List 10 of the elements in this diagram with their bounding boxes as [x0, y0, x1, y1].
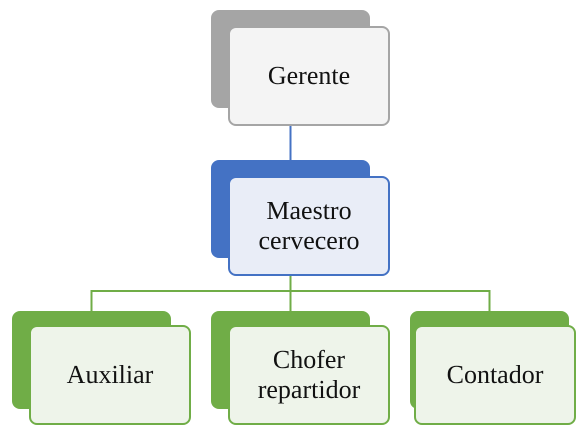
org-box [228, 176, 390, 276]
role-label: Chofer repartidor [256, 345, 362, 405]
role-label: Auxiliar [66, 360, 154, 390]
org-box [29, 325, 191, 425]
role-label: Contador [446, 360, 544, 390]
role-label: Gerente [268, 61, 350, 91]
org-box [414, 325, 576, 425]
org-box [228, 325, 390, 425]
org-box [228, 26, 390, 126]
role-label: Maestro cervecero [257, 196, 361, 256]
